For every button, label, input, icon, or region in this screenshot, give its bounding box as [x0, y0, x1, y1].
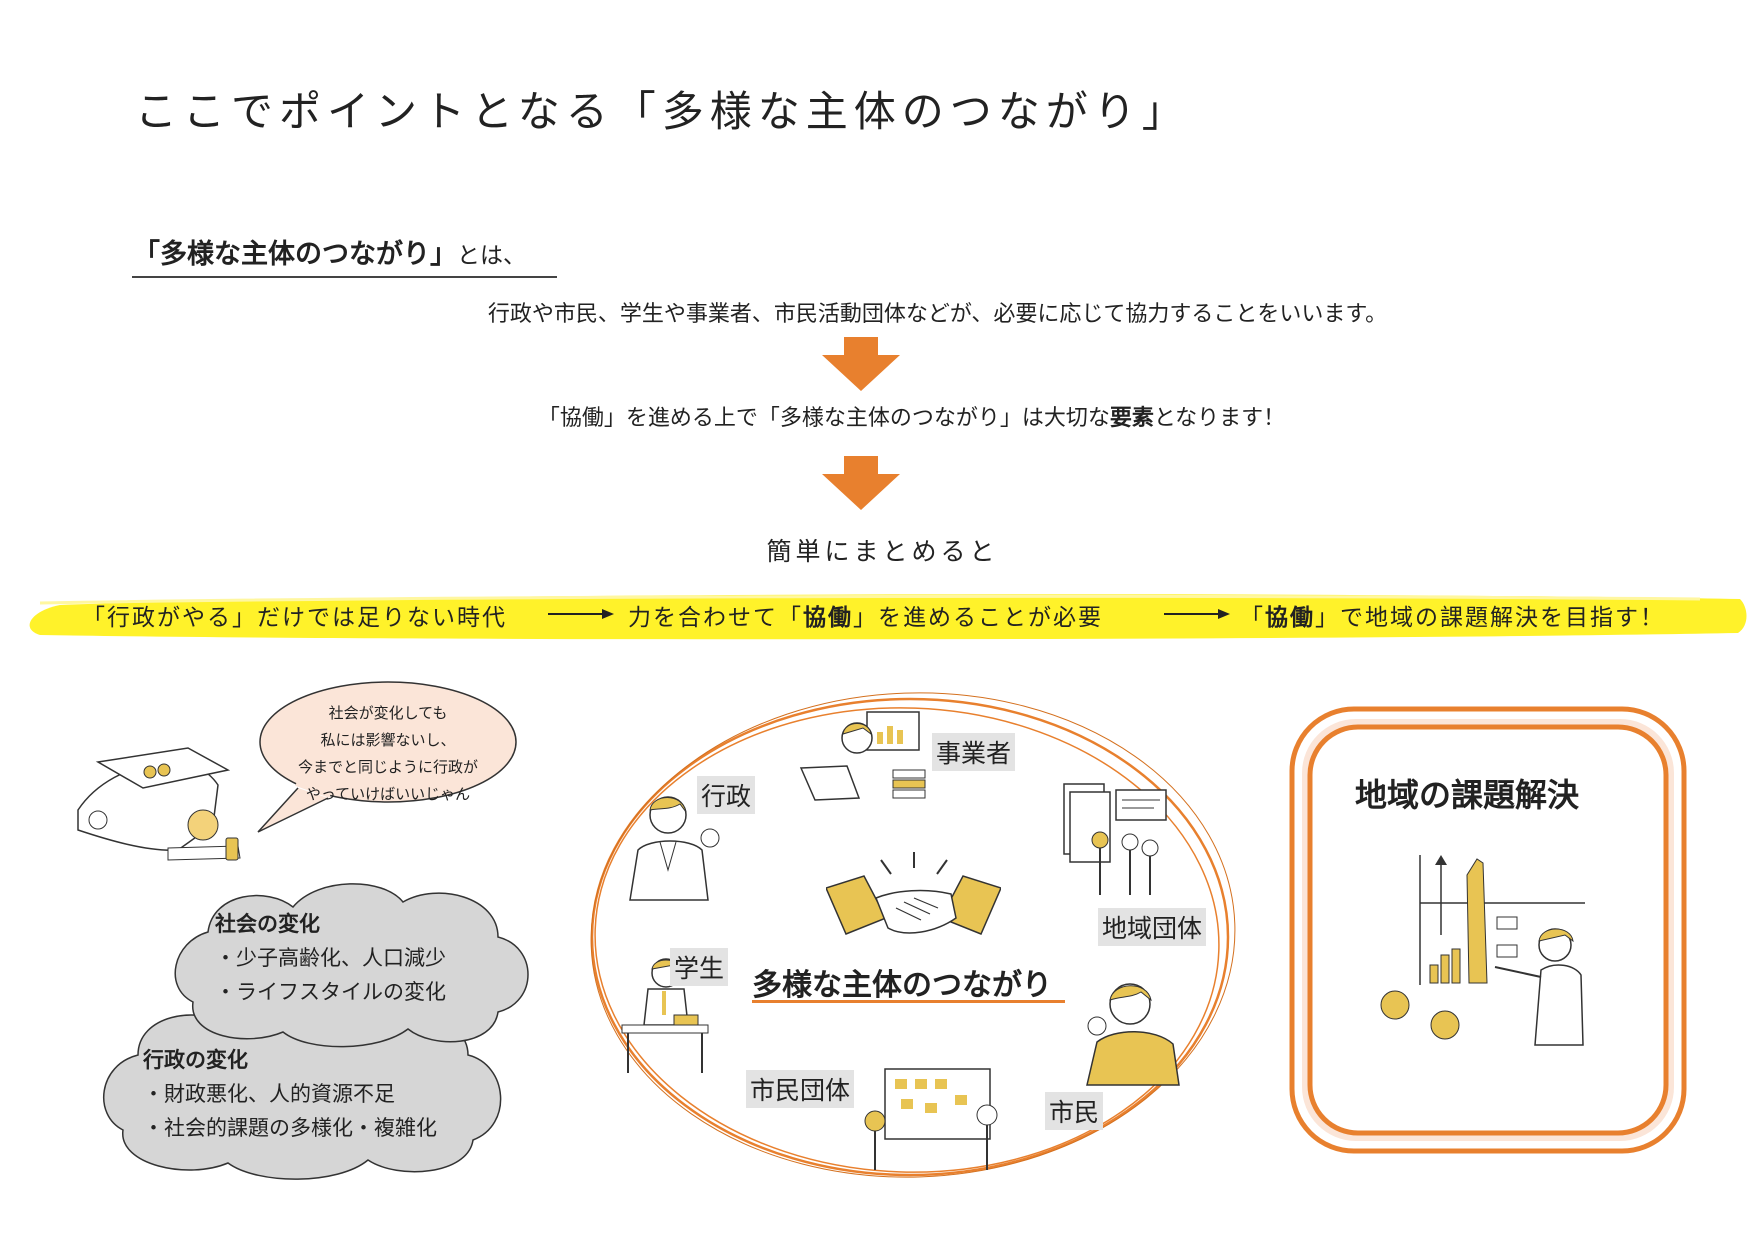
- cloud-admin-heading: 行政の変化: [143, 1048, 248, 1072]
- actor-label-gakusei: 学生: [670, 948, 729, 986]
- center-label: 多様な主体のつながり: [752, 968, 1052, 1003]
- cloud-admin-text: 行政の変化 ・財政悪化、人的資源不足 ・社会的課題の多様化・複雑化: [143, 1043, 437, 1145]
- definition-term: 「多様な主体のつながり」: [133, 239, 457, 270]
- flow-step-1: 「行政がやる」だけでは足りない時代: [82, 605, 507, 631]
- chiiki-dantai-illustration: [1063, 783, 1167, 895]
- speech-bubble-text: 社会が変化しても 私には影響ないし、 今までと同じように行政が やっていけばいい…: [297, 704, 478, 803]
- cloud-society-shape: [174, 883, 529, 1048]
- presentation-illustration: [1380, 855, 1585, 1046]
- down-arrow-icon: [822, 456, 900, 510]
- flow-step-2: 力を合わせて「協働」を進めることが必要: [628, 605, 1103, 631]
- definition-sentence: 行政や市民、学生や事業者、市民活動団体などが、必要に応じて協力することをいいます…: [487, 302, 1388, 327]
- importance-bold: 要素: [1109, 406, 1154, 431]
- center-label-underline: [752, 1000, 1065, 1003]
- flow-arrow-icon: [1164, 609, 1230, 619]
- highlight-band: [29, 594, 1747, 640]
- summary-lead: 簡単にまとめると: [766, 537, 999, 566]
- handshake-icon: [826, 852, 1001, 935]
- cloud-society-text: 社会の変化 ・少子高齢化、人口減少 ・ライフスタイルの変化: [215, 907, 446, 1009]
- importance-sentence: 「協働」を進める上で「多様な主体のつながり」は大切な要素となります！: [537, 406, 1286, 431]
- definition-suffix: とは、: [457, 243, 526, 269]
- definition-heading: 「多様な主体のつながり」とは、: [133, 232, 526, 271]
- actor-label-jigyosha: 事業者: [932, 733, 1016, 771]
- actor-label-shimin-dantai: 市民団体: [746, 1070, 855, 1108]
- cloud-society-heading: 社会の変化: [215, 912, 320, 936]
- flow-step-3: 「協働」で地域の課題解決を目指す！: [1240, 605, 1665, 631]
- kotatsu-person-illustration: [77, 747, 241, 861]
- gyosei-person-illustration: [629, 796, 720, 901]
- actors-ring: [590, 692, 1236, 1178]
- speech-bubble: [257, 681, 517, 833]
- definition-underline: [132, 276, 557, 278]
- jigyosha-person-illustration: [799, 711, 926, 801]
- actor-label-shimin: 市民: [1045, 1092, 1104, 1130]
- result-title: 地域の課題解決: [1355, 776, 1580, 814]
- page-title: ここでポイントとなる「多様な主体のつながり」: [135, 87, 1190, 136]
- shimin-dantai-illustration: [864, 1068, 998, 1170]
- actor-label-gyosei: 行政: [697, 776, 756, 814]
- actor-label-chiiki-dantai: 地域団体: [1098, 908, 1207, 946]
- down-arrow-icon: [822, 337, 900, 391]
- flow-arrow-icon: [548, 609, 614, 619]
- shimin-illustration: [1086, 983, 1180, 1086]
